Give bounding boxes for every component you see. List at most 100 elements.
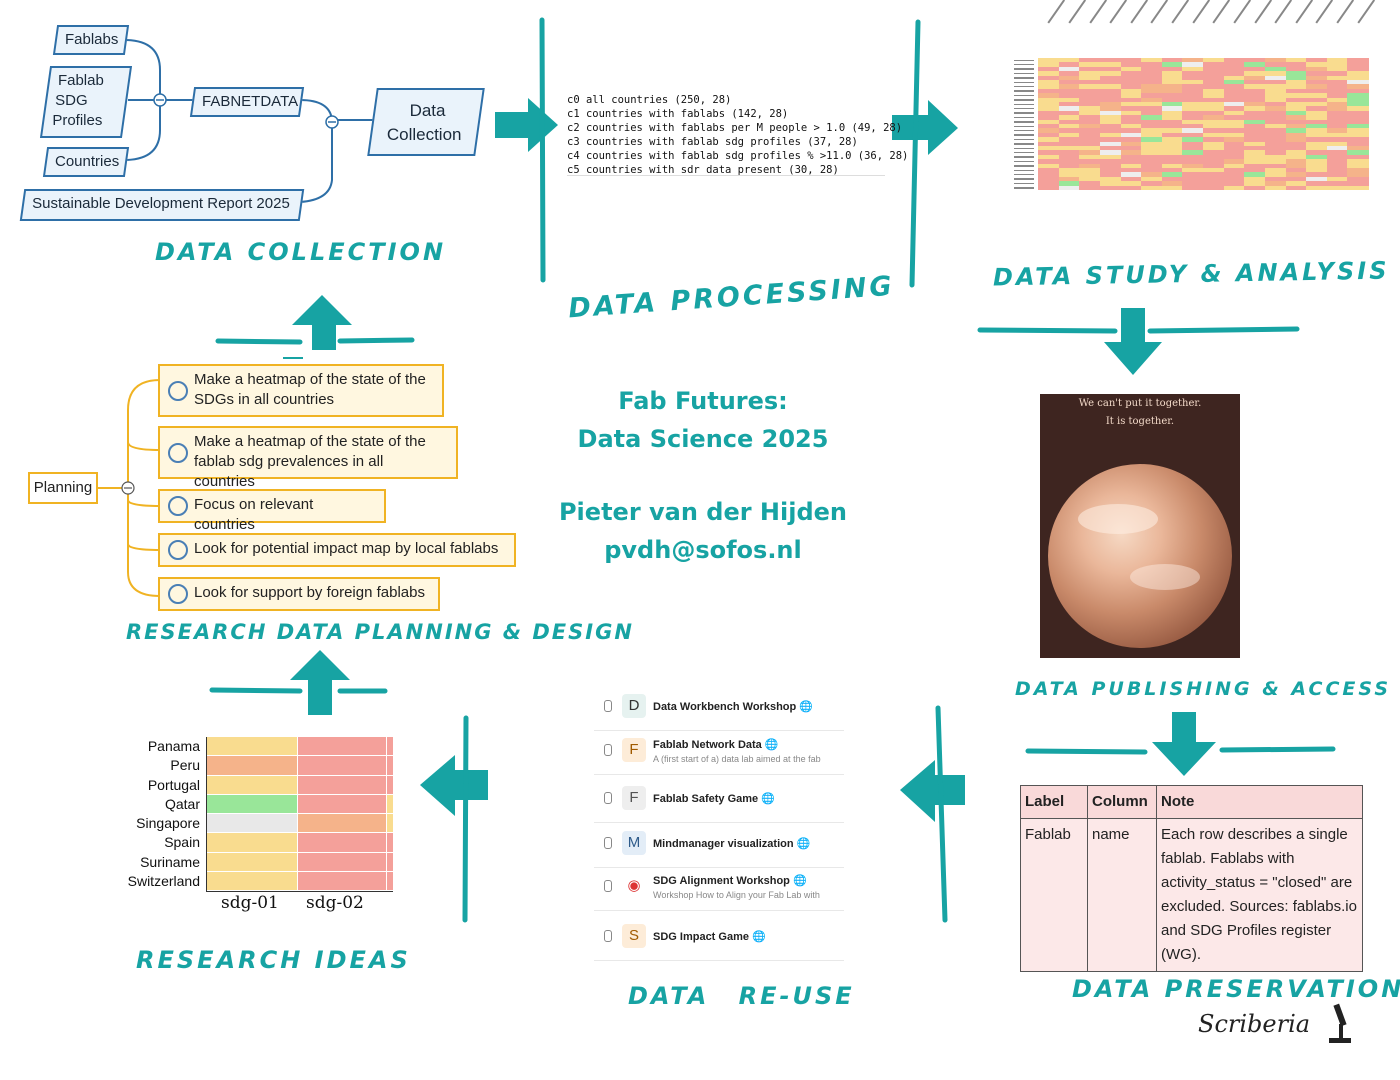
heat-cell — [1285, 176, 1307, 182]
heat-cell — [1264, 66, 1286, 72]
heat-cell — [298, 756, 386, 775]
heat-cell — [1141, 88, 1163, 94]
heat-cell — [1099, 137, 1121, 143]
heat-row-tick — [1014, 187, 1034, 189]
stage-title-preservation: DATA PRESERVATION — [1072, 975, 1400, 1003]
heat-cell — [1223, 58, 1245, 63]
reuse-item[interactable]: ◉SDG Alignment Workshop 🌐Workshop How to… — [594, 866, 844, 911]
heat-cell — [1203, 163, 1225, 169]
heat-cell — [1203, 88, 1225, 94]
heat-cell — [1099, 132, 1121, 138]
heat-cell — [1244, 80, 1266, 85]
heat-cell — [1079, 102, 1101, 107]
heat-cell — [1120, 168, 1142, 173]
heat-cell — [1161, 176, 1183, 182]
heat-cell — [1264, 102, 1286, 107]
heat-cell — [1306, 58, 1328, 63]
task-circle-icon[interactable] — [168, 540, 188, 560]
heat-cell — [1079, 110, 1101, 116]
page-icon — [604, 880, 612, 892]
planning-item-label: Look for potential impact map by local f… — [194, 540, 499, 557]
item-letter-icon: D — [622, 694, 646, 718]
heat-cell — [1203, 181, 1225, 187]
heat-cell — [1306, 88, 1328, 94]
task-circle-icon[interactable] — [168, 496, 188, 516]
heat-cell — [1058, 58, 1080, 63]
heat-cell-edge — [387, 833, 393, 852]
heat-cell — [1223, 185, 1245, 191]
heat-cell — [1264, 128, 1286, 134]
analysis-heatmap-col-labels — [1038, 0, 1375, 56]
heat-cell — [1244, 84, 1266, 90]
heat-cell — [1285, 97, 1307, 103]
task-circle-icon[interactable] — [168, 442, 188, 463]
task-circle-icon[interactable] — [168, 584, 188, 604]
heat-cell — [1326, 137, 1348, 143]
heat-cell — [1264, 80, 1286, 85]
heat-cell — [1285, 146, 1307, 151]
heat-cell — [1038, 88, 1060, 94]
reuse-item[interactable]: D Data Workbench Workshop 🌐 — [594, 686, 844, 731]
page-icon — [604, 837, 612, 849]
heat-cell — [1347, 168, 1369, 173]
heat-cell — [1306, 119, 1328, 125]
heat-cell — [1058, 168, 1080, 173]
planning-item-label: Make a heatmap of the state of the SDGs … — [194, 371, 426, 408]
heat-cell — [1099, 163, 1121, 169]
heat-cell — [1244, 163, 1266, 169]
heat-cell — [1038, 132, 1060, 138]
heat-cell — [1120, 115, 1142, 121]
heat-cell — [1058, 150, 1080, 156]
heat-cell — [1161, 132, 1183, 138]
heat-cell — [1264, 159, 1286, 165]
heat-cell — [298, 737, 386, 756]
stage-title-reuse: DATA RE-USE — [628, 982, 855, 1010]
heat-cell — [1182, 154, 1204, 160]
heat-cell — [1203, 150, 1225, 156]
heat-cell — [1347, 88, 1369, 94]
heat-cell — [1264, 119, 1286, 125]
heat-cell — [207, 871, 297, 890]
heat-cell — [1079, 75, 1101, 81]
heat-cell — [1264, 88, 1286, 94]
heat-cell — [1058, 115, 1080, 121]
heat-row-tick — [1014, 129, 1034, 132]
heat-cell — [1306, 84, 1328, 90]
heat-cell — [1306, 128, 1328, 134]
heat-row-tick — [1014, 134, 1034, 136]
heat-cell — [1264, 106, 1286, 112]
heat-cell — [1306, 146, 1328, 151]
heat-cell — [1038, 84, 1060, 90]
author-email: pvdh@sofos.nl — [604, 536, 802, 564]
heat-cell — [1120, 176, 1142, 182]
page-icon — [604, 744, 612, 756]
heat-cell — [1079, 93, 1101, 99]
log-line: c1 countries with fablabs (142, 28) — [567, 108, 789, 120]
heat-row-tick — [1014, 143, 1034, 145]
heat-cell — [1058, 159, 1080, 165]
stage-title-publishing: DATA PUBLISHING & ACCESS — [1015, 678, 1392, 700]
log-line: c3 countries with fablab sdg profiles (3… — [567, 136, 858, 148]
heat-cell — [1264, 146, 1286, 151]
reuse-item-title: Data Workbench Workshop 🌐 — [653, 701, 813, 713]
task-circle-icon[interactable] — [168, 380, 188, 401]
heat-cell — [1285, 102, 1307, 107]
heat-cell — [1141, 150, 1163, 156]
heat-cell — [1264, 132, 1286, 138]
heat-cell — [1079, 66, 1101, 72]
heat-cell — [1244, 132, 1266, 138]
heat-cell — [1099, 176, 1121, 182]
planning-item-label: Look for support by foreign fablabs — [194, 584, 425, 601]
heat-cell — [1347, 106, 1369, 112]
heat-cell — [1347, 58, 1369, 63]
heat-cell — [1120, 75, 1142, 81]
heat-cell — [1161, 106, 1183, 112]
heat-cell — [1182, 102, 1204, 107]
heat-cell — [1182, 66, 1204, 72]
heat-cell — [1347, 110, 1369, 116]
